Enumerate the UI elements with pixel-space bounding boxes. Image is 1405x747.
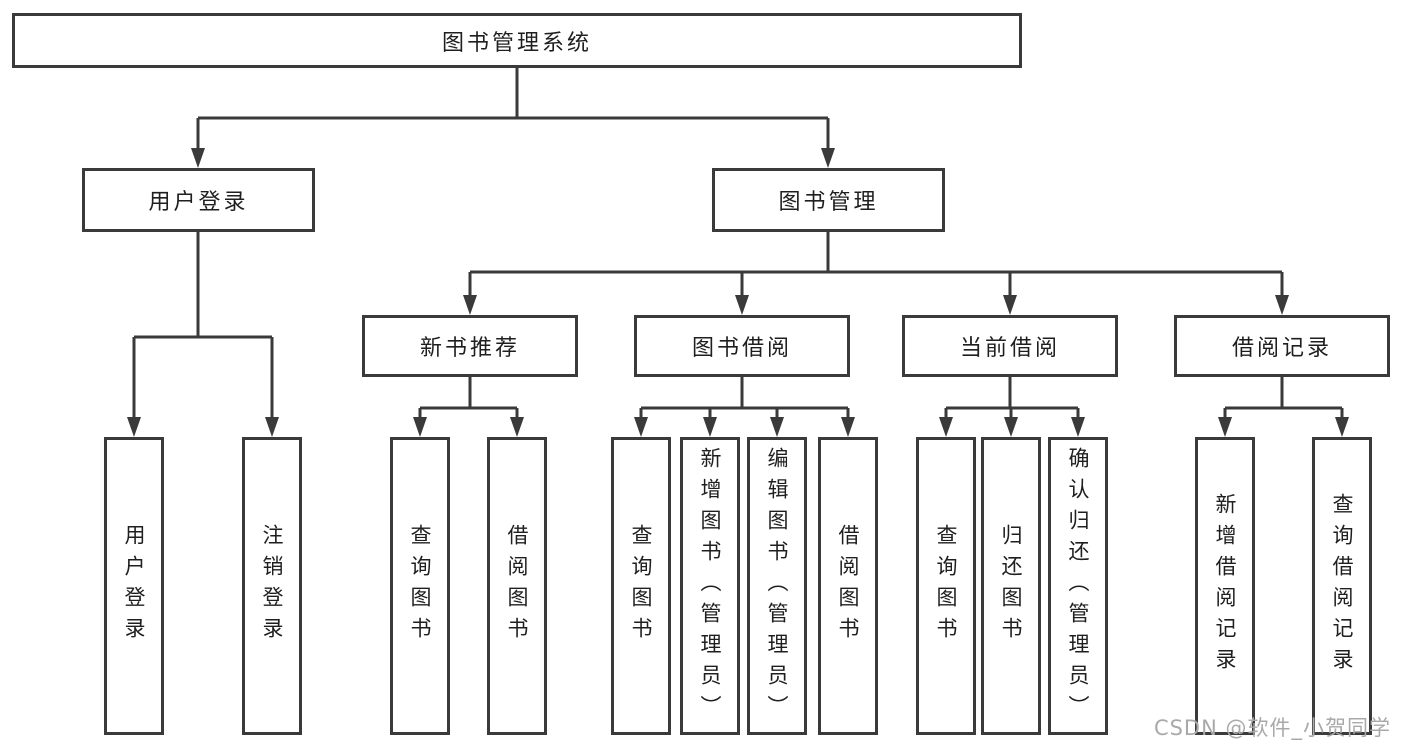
leaf-add-borrow-record: 新增借阅记录 <box>1195 437 1255 735</box>
node-user-login: 用户登录 <box>82 168 315 232</box>
leaf-borrow-books-1: 借阅图书 <box>487 437 547 735</box>
node-label: 图书管理系统 <box>441 30 592 56</box>
node-borrowing-records: 借阅记录 <box>1174 315 1390 377</box>
leaf-query-books-2: 查询图书 <box>611 437 671 735</box>
node-label: 用户登录 <box>122 524 146 648</box>
node-label: 查询图书 <box>934 524 958 648</box>
leaf-add-books-admin: 新增图书（管理员） <box>680 437 740 735</box>
node-label: 图书借阅 <box>691 336 792 361</box>
node-label: 注销登录 <box>260 524 284 648</box>
node-label: 新增图书（管理员） <box>698 446 722 726</box>
leaf-query-borrow-record: 查询借阅记录 <box>1312 437 1372 735</box>
node-label: 确认归还（管理员） <box>1066 446 1090 726</box>
node-label: 当前借阅 <box>959 336 1060 361</box>
node-new-book-recommend: 新书推荐 <box>362 315 578 377</box>
leaf-edit-books-admin: 编辑图书（管理员） <box>747 437 807 735</box>
node-label: 查询图书 <box>629 524 653 648</box>
leaf-return-books: 归还图书 <box>981 437 1041 735</box>
leaf-user-login: 用户登录 <box>104 437 164 735</box>
node-label: 用户登录 <box>148 190 249 215</box>
node-label: 查询图书 <box>408 524 432 648</box>
leaf-borrow-books-2: 借阅图书 <box>818 437 878 735</box>
node-label: 归还图书 <box>999 524 1023 648</box>
leaf-logout: 注销登录 <box>242 437 302 735</box>
node-label: 编辑图书（管理员） <box>765 446 789 726</box>
node-label: 借阅图书 <box>836 524 860 648</box>
leaf-query-books-3: 查询图书 <box>916 437 976 735</box>
leaf-confirm-return-admin: 确认归还（管理员） <box>1048 437 1108 735</box>
node-label: 查询借阅记录 <box>1330 493 1354 679</box>
node-label: 新增借阅记录 <box>1213 493 1237 679</box>
leaf-query-books-1: 查询图书 <box>390 437 450 735</box>
csdn-watermark: CSDN @软件_小贺同学 <box>1153 716 1391 740</box>
node-root-library-management-system: 图书管理系统 <box>12 13 1022 68</box>
node-current-borrowing: 当前借阅 <box>902 315 1118 377</box>
node-label: 新书推荐 <box>419 336 520 361</box>
node-book-borrowing: 图书借阅 <box>634 315 850 377</box>
node-label: 借阅记录 <box>1231 336 1332 361</box>
node-label: 借阅图书 <box>505 524 529 648</box>
node-label: 图书管理 <box>778 190 879 215</box>
node-book-management: 图书管理 <box>712 168 945 232</box>
